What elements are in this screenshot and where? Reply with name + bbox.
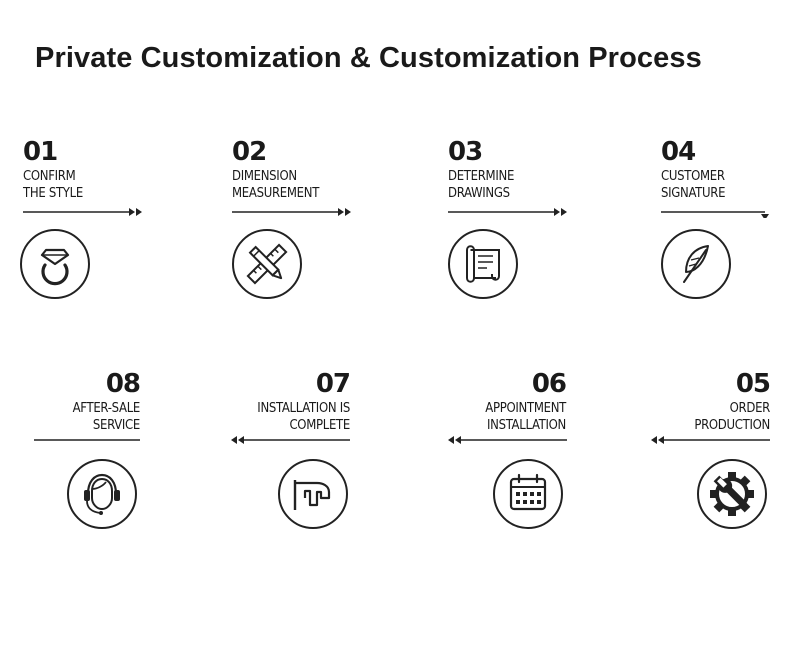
step-label-line2: SERVICE [92, 418, 140, 433]
arrow-down-icon [661, 211, 769, 218]
step-label-line2: INSTALLATION [486, 418, 566, 433]
step-number: 03 [448, 137, 483, 167]
arrow-left-icon [448, 436, 567, 444]
arrow-right-icon [448, 208, 567, 216]
step-02: 02 DIMENSION MEASUREMENT [232, 138, 402, 202]
step-05: 05 ORDER PRODUCTION [600, 369, 771, 434]
gear-wrench-icon [696, 458, 768, 530]
arrow-left-icon [651, 436, 770, 444]
headset-support-icon [66, 458, 138, 530]
step-label-line1: DETERMINE [448, 169, 515, 184]
step-label-line1: ORDER [729, 401, 771, 416]
step-label-line2: SIGNATURE [661, 186, 726, 201]
installed-cabinet-icon [277, 458, 349, 530]
step-label-line1: CUSTOMER [661, 169, 725, 184]
step-label-line1: APPOINTMENT [485, 401, 566, 416]
step-08: 08 AFTER-SALE SERVICE [0, 369, 141, 434]
step-label-line1: DIMENSION [232, 169, 297, 184]
arrow-left-icon [231, 436, 350, 444]
step-number: 02 [232, 137, 267, 167]
step-number: 01 [23, 137, 58, 167]
page-title: Private Customization & Customization Pr… [35, 42, 702, 74]
divider-line [34, 439, 140, 441]
step-number: 07 [315, 369, 351, 399]
arrow-right-icon [232, 208, 351, 216]
step-label-line2: DRAWINGS [448, 186, 510, 201]
step-label-line1: AFTER-SALE [72, 401, 141, 416]
step-number: 06 [531, 369, 567, 399]
step-number: 05 [735, 369, 771, 399]
step-03: 03 DETERMINE DRAWINGS [448, 138, 618, 202]
step-07: 07 INSTALLATION IS COMPLETE [180, 369, 351, 434]
step-label-line2: THE STYLE [23, 186, 83, 201]
arrow-right-icon [23, 208, 142, 216]
step-label-line1: CONFIRM [23, 169, 76, 184]
step-number: 04 [661, 137, 696, 167]
ruler-pencil-icon [231, 228, 303, 300]
step-label-line2: PRODUCTION [694, 418, 770, 433]
step-label-line2: MEASUREMENT [232, 186, 320, 201]
quill-feather-icon [660, 228, 732, 300]
diamond-ring-icon [19, 228, 91, 300]
step-label-line1: INSTALLATION IS [257, 401, 350, 416]
scroll-drawing-icon [447, 228, 519, 300]
step-01: 01 CONFIRM THE STYLE [23, 138, 193, 202]
step-label-line2: COMPLETE [289, 418, 350, 433]
step-number: 08 [105, 369, 141, 399]
step-04: 04 CUSTOMER SIGNATURE [661, 138, 797, 202]
step-06: 06 APPOINTMENT INSTALLATION [396, 369, 567, 434]
calendar-icon [492, 458, 564, 530]
